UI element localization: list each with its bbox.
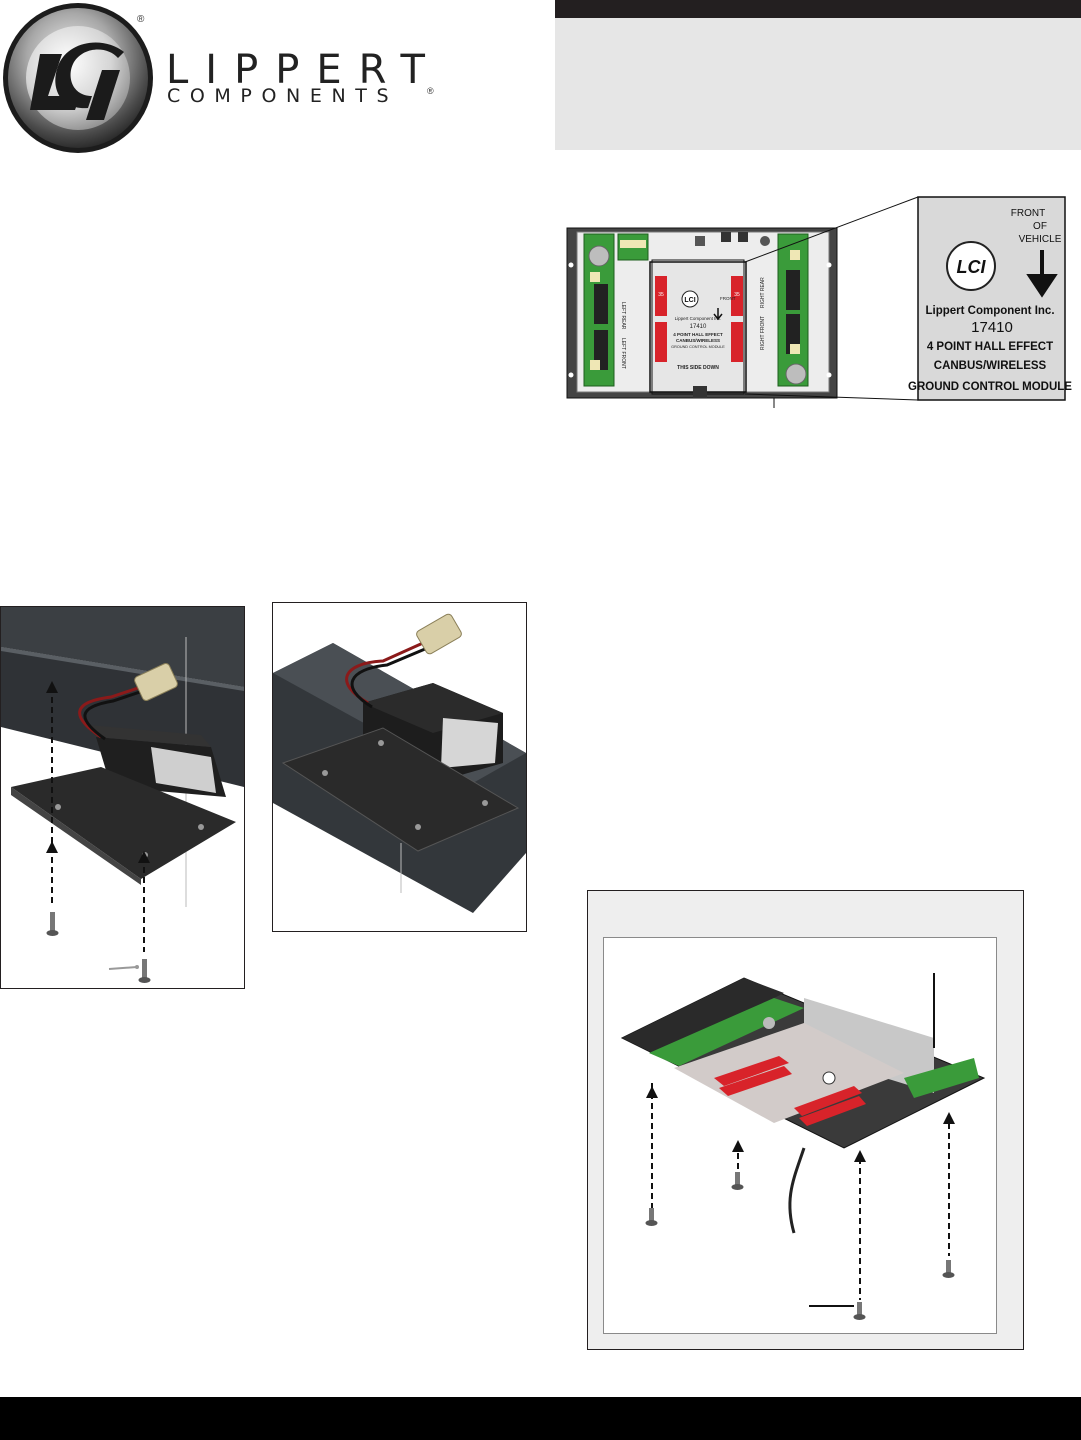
header-info-box — [555, 18, 1081, 150]
screw-icon — [942, 1260, 955, 1278]
figure-module-mounting — [603, 937, 997, 1334]
right-rear-label: RIGHT REAR — [760, 277, 766, 308]
module-board-top-view: LEFT REAR LEFT FRONT RIGHT REAR RIGHT FR… — [566, 227, 838, 399]
arrow-up-icon — [46, 841, 58, 853]
brand-name-lippert: LIPPERT — [166, 47, 442, 93]
arrow-up-icon — [646, 1086, 658, 1098]
this-side-down-label: THIS SIDE DOWN — [677, 365, 719, 371]
label-line1: 4 POINT HALL EFFECT — [927, 341, 1053, 353]
arrow-up-icon — [46, 681, 58, 693]
small-label-line1: 4 POINT HALL EFFECT — [673, 332, 723, 337]
left-rear-label: LEFT REAR — [620, 302, 626, 330]
figure-bracket-exploded — [0, 606, 245, 989]
bracket-exploded-illustration — [1, 607, 244, 983]
fuse-rating: 35 — [658, 292, 664, 298]
small-label-line3: GROUND CONTROL MODULE — [671, 345, 725, 349]
lci-logo-emblem — [3, 3, 153, 153]
small-logo-mark: LCI — [684, 297, 695, 304]
arrow-up-icon — [732, 1140, 744, 1152]
small-company-name: Lippert Component Inc. — [675, 316, 722, 321]
fuse-rating: 35 — [734, 292, 740, 298]
arrow-up-icon — [854, 1150, 866, 1162]
footer-bar — [0, 1397, 1081, 1440]
label-line2: CANBUS/WIRELESS — [934, 360, 1047, 372]
arrow-down-icon — [1026, 250, 1058, 298]
right-front-label: RIGHT FRONT — [760, 316, 766, 350]
registered-mark: ® — [137, 14, 145, 25]
bracket-mounted-illustration — [273, 613, 526, 913]
front-label: FRONT — [1011, 208, 1045, 219]
module-label-figure: LEFT REAR LEFT FRONT RIGHT REAR RIGHT FR… — [566, 196, 1072, 408]
registered-mark: ® — [427, 86, 434, 96]
screw-icon — [46, 912, 59, 936]
screw-icon — [645, 1208, 658, 1226]
arrow-up-icon — [138, 851, 150, 863]
brand-name-components: COMPONENTS — [167, 85, 399, 107]
of-label: OF — [1033, 221, 1047, 232]
figure-bracket-mounted — [272, 602, 527, 932]
vehicle-label: VEHICLE — [1019, 234, 1062, 245]
small-front-label: FRONT — [720, 296, 736, 301]
label-line3: GROUND CONTROL MODULE — [908, 381, 1072, 393]
small-label-line2: CANBUS/WIRELESS — [676, 338, 720, 343]
part-number: 17410 — [971, 319, 1013, 336]
screw-icon — [138, 959, 151, 983]
screw-icon — [853, 1302, 866, 1320]
lci-logo-icon — [946, 241, 996, 291]
small-part-number: 17410 — [690, 324, 707, 330]
company-name: Lippert Component Inc. — [925, 305, 1054, 317]
left-front-label: LEFT FRONT — [620, 338, 626, 369]
arrow-up-icon — [943, 1112, 955, 1124]
screw-icon — [731, 1172, 744, 1190]
label-zoom-callout: FRONT OF VEHICLE LCI Lippert Component I… — [908, 196, 1072, 401]
module-mounting-illustration — [620, 973, 986, 1320]
header-title-bar — [555, 0, 1081, 18]
lci-logo-text: LCI — [957, 257, 987, 277]
